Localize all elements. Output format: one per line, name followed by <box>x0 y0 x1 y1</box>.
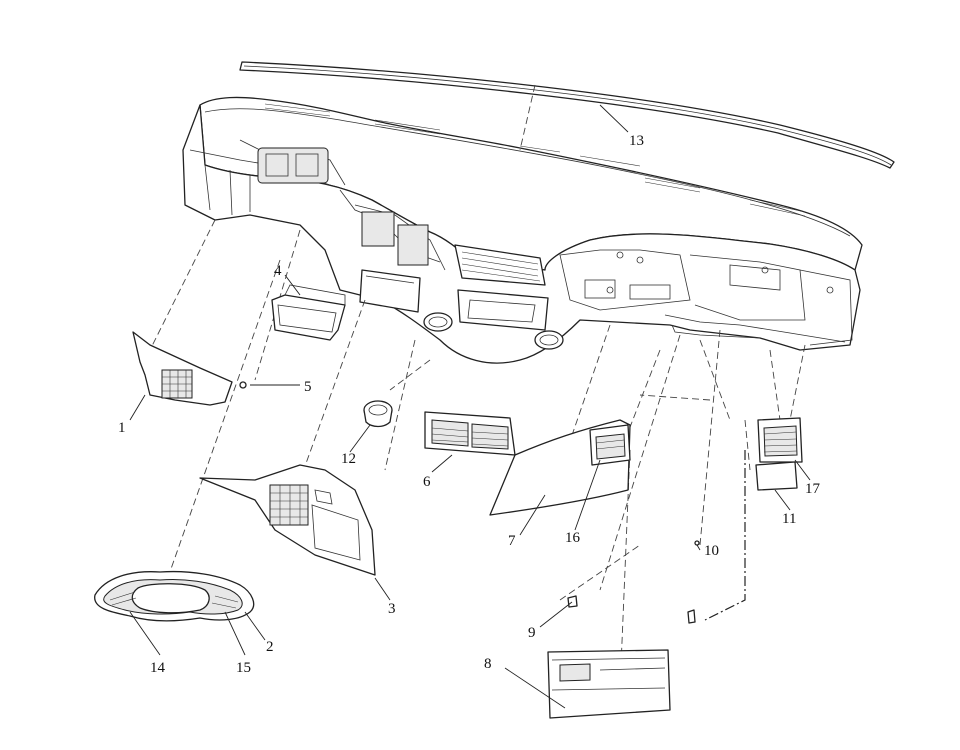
callout-11: 11 <box>782 511 796 527</box>
part-9-clip <box>567 595 578 608</box>
callouts: 13 4 5 1 12 6 7 16 3 2 14 15 9 8 10 11 1… <box>118 133 821 676</box>
assembly-lines <box>144 84 806 691</box>
callout-2: 2 <box>266 639 274 655</box>
callout-4: 4 <box>274 263 282 279</box>
instrument-panel-main <box>182 96 863 364</box>
callout-10: 10 <box>704 543 719 559</box>
callout-9: 9 <box>528 625 536 641</box>
callout-12: 12 <box>341 451 356 467</box>
part-8-knee-panel <box>547 649 671 719</box>
callout-15: 15 <box>236 660 251 676</box>
callout-14: 14 <box>150 660 166 676</box>
part-16-vent <box>589 424 631 466</box>
callout-17: 17 <box>805 481 821 497</box>
part-4-bracket <box>271 284 346 341</box>
part-1-left-lower-trim <box>132 331 233 406</box>
callout-1: 1 <box>118 420 126 436</box>
callout-3: 3 <box>388 601 396 617</box>
callout-13: 13 <box>629 133 644 149</box>
part-17-right-vent <box>755 417 803 491</box>
callout-6: 6 <box>423 474 431 490</box>
callout-8: 8 <box>484 656 492 672</box>
leader-lines <box>129 104 811 709</box>
callout-5: 5 <box>304 379 312 395</box>
callout-16: 16 <box>565 530 581 546</box>
part-5-clip <box>239 381 247 389</box>
part-2-cluster-bezel <box>94 570 255 622</box>
callout-7: 7 <box>508 533 516 549</box>
part-3-lower-trim <box>199 464 376 576</box>
part-6-center-vent <box>424 411 516 456</box>
part-10-screw <box>687 540 700 624</box>
part-12-cup-holder <box>363 400 393 428</box>
part-13-windshield-trim-strip <box>239 61 895 169</box>
